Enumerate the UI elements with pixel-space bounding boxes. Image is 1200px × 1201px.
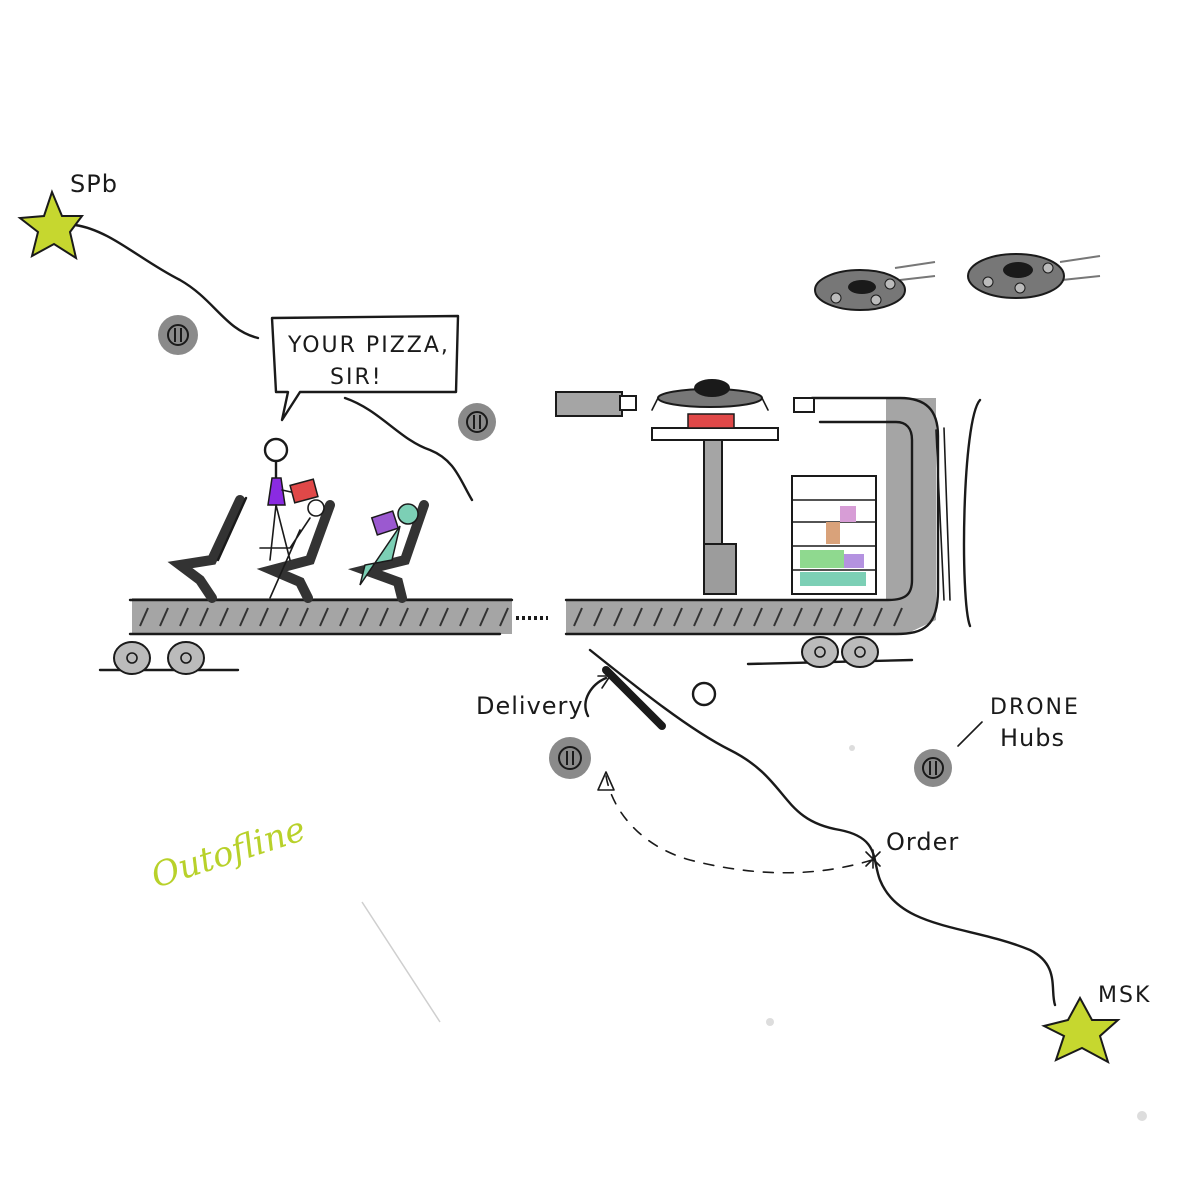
- hatch-mark: [613, 607, 623, 627]
- hatch-mark: [479, 607, 489, 627]
- star-icon-msk: [1041, 995, 1121, 1065]
- hatch-mark: [419, 607, 429, 627]
- hatch-mark: [499, 607, 509, 627]
- signature-text: Outofline: [146, 809, 310, 896]
- hatch-mark: [873, 607, 883, 627]
- hatch-mark: [399, 607, 409, 627]
- hatch-mark: [693, 607, 703, 627]
- hatch-mark: [653, 607, 663, 627]
- stray-mark: [361, 901, 441, 1023]
- wheel-icon: [113, 641, 151, 675]
- city-label-msk: MSK: [1098, 983, 1151, 1008]
- hatch-mark: [773, 607, 783, 627]
- speech-bubble: YOUR PIZZA, SIR!: [270, 314, 460, 422]
- hatch-mark: [339, 607, 349, 627]
- hatch-mark: [299, 607, 309, 627]
- hatch-mark: [359, 607, 369, 627]
- hatch-mark: [633, 607, 643, 627]
- drone-icon-2: [967, 253, 1101, 299]
- drone-hubs-pointer: [957, 721, 983, 747]
- hatch-mark: [813, 607, 823, 627]
- delivery-label: Delivery: [476, 692, 584, 720]
- hatch-mark: [179, 607, 189, 627]
- delivery-streak: [602, 666, 666, 730]
- pizza-box-icon: [289, 478, 319, 504]
- book-icon: [370, 510, 400, 536]
- hatch-mark: [259, 607, 269, 627]
- hatch-mark: [139, 607, 149, 627]
- hatch-mark: [279, 607, 289, 627]
- wheel-icon: [841, 636, 879, 668]
- star-icon-spb: [17, 189, 84, 261]
- drone-icon-1: [814, 261, 936, 311]
- drone-icon-docked: [651, 379, 769, 411]
- hatch-mark: [893, 607, 903, 627]
- drone-car: [555, 379, 982, 668]
- stray-dot: [1137, 1111, 1147, 1121]
- hatch-mark: [573, 607, 583, 627]
- hatch-mark: [593, 607, 603, 627]
- order-marker-icon: [865, 849, 881, 869]
- drone-hubs-label-line2: Hubs: [1000, 724, 1065, 752]
- pizza-box-icon: [687, 413, 735, 429]
- delivery-route-dashed: [605, 775, 873, 874]
- drone-hub-icon-empty: [691, 681, 717, 707]
- city-label-spb: SPb: [70, 170, 118, 198]
- order-label: Order: [886, 828, 959, 856]
- delivery-arrow-icon: [597, 771, 615, 791]
- wheel-icon: [801, 636, 839, 668]
- hatch-mark: [159, 607, 169, 627]
- launch-platform: [651, 413, 779, 595]
- route-line-middle: [343, 396, 474, 502]
- seat-1: [167, 495, 248, 603]
- hatch-mark: [713, 607, 723, 627]
- stray-dot: [849, 745, 855, 751]
- hatch-mark: [833, 607, 843, 627]
- hatch-mark: [379, 607, 389, 627]
- hatch-mark: [439, 607, 449, 627]
- hatch-mark: [733, 607, 743, 627]
- drone-hub-icon-1: [158, 315, 198, 355]
- hatch-mark: [673, 607, 683, 627]
- hatch-mark: [239, 607, 249, 627]
- hatch-mark: [793, 607, 803, 627]
- waiter-figure: [263, 437, 319, 561]
- drone-flight-path: [584, 676, 608, 718]
- hatch-mark: [319, 607, 329, 627]
- route-line-north: [73, 223, 260, 340]
- seat-2: [256, 500, 335, 603]
- hatch-mark: [853, 607, 863, 627]
- hatch-mark: [199, 607, 209, 627]
- passenger-figure-1: [259, 499, 325, 599]
- route-line-south: [588, 648, 1057, 1007]
- drone-hubs-label-line1: DRONE: [990, 695, 1080, 720]
- speech-text-line1: YOUR PIZZA,: [287, 333, 450, 358]
- wheel-icon: [167, 641, 205, 675]
- stray-dot: [766, 1018, 774, 1026]
- pizza-shelf: [791, 475, 877, 595]
- speech-text-line2: SIR!: [330, 365, 383, 390]
- passenger-car: [98, 437, 514, 675]
- drone-hub-icon-4: [914, 749, 952, 787]
- hatch-mark: [219, 607, 229, 627]
- drone-hub-icon-2: [458, 403, 496, 441]
- hatch-mark: [459, 607, 469, 627]
- passenger-figure-2: [359, 503, 419, 586]
- hatch-mark: [753, 607, 763, 627]
- drone-hub-icon-3: [549, 737, 591, 779]
